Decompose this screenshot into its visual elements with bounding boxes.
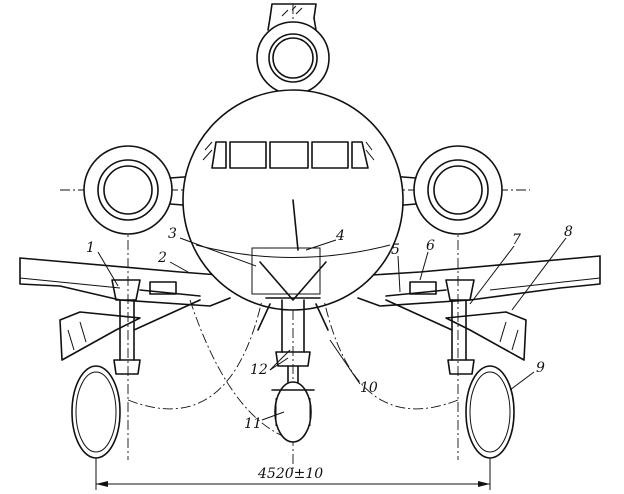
right-engine-nacelle (389, 145, 503, 235)
leader-lines (97, 237, 567, 421)
left-wing (19, 257, 233, 307)
callout-7: 7 (512, 232, 521, 248)
callout-3: 3 (168, 226, 177, 242)
callout-9: 9 (536, 360, 545, 376)
nose-landing-gear (251, 199, 329, 443)
track-width-label: 4520±10 (257, 466, 323, 482)
callout-6: 6 (426, 238, 435, 254)
retraction-arcs (127, 299, 459, 441)
callout-11: 11 (244, 416, 262, 432)
track-dimension: 4520±10 (95, 458, 491, 490)
callout-4: 4 (335, 228, 345, 244)
right-wing (355, 255, 601, 307)
callout-1: 1 (86, 240, 95, 256)
right-main-landing-gear (385, 279, 527, 459)
left-main-landing-gear (59, 279, 201, 459)
callout-12: 12 (250, 362, 268, 378)
callout-labels: 1 2 3 4 5 6 7 8 9 10 11 12 (86, 224, 573, 432)
cockpit-windows (202, 141, 375, 169)
tail-fin (267, 3, 317, 31)
callout-2: 2 (157, 250, 167, 266)
callout-10: 10 (360, 380, 378, 396)
callout-8: 8 (564, 224, 573, 240)
callout-5: 5 (391, 242, 400, 258)
left-engine-nacelle (83, 145, 199, 235)
